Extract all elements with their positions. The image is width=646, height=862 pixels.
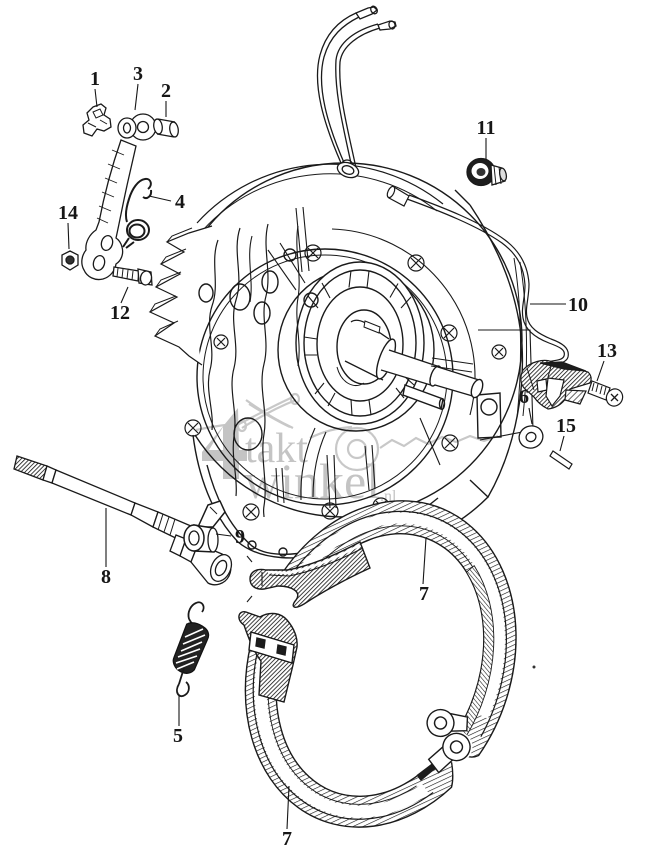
svg-text:4: 4 [175,191,185,213]
svg-text:6: 6 [519,386,529,408]
svg-text:15: 15 [556,415,576,437]
svg-text:12: 12 [110,302,130,324]
svg-text:11: 11 [477,117,496,139]
svg-text:7: 7 [419,583,429,605]
svg-text:9: 9 [235,526,245,548]
svg-text:13: 13 [597,340,617,362]
svg-text:takt: takt [245,426,308,472]
svg-text:7: 7 [282,828,292,850]
svg-text:8: 8 [101,566,111,588]
svg-text:2: 2 [161,80,171,102]
svg-text:1: 1 [90,68,100,90]
svg-text:3: 3 [133,63,143,85]
svg-text:10: 10 [568,294,588,316]
svg-text:14: 14 [58,202,78,224]
svg-text:5: 5 [173,725,183,747]
